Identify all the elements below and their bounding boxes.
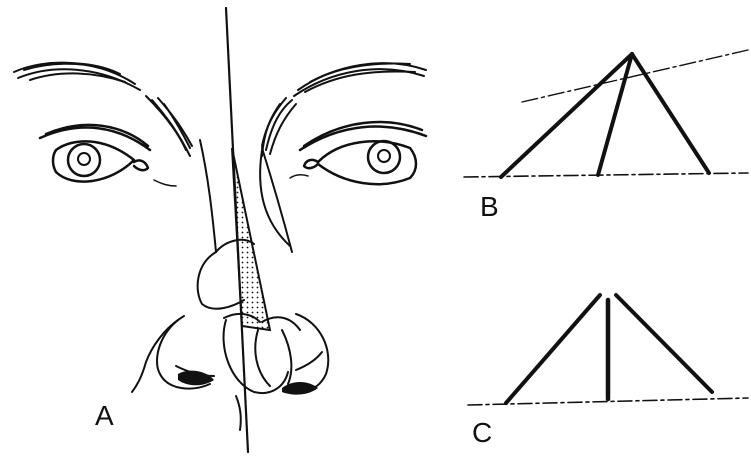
right-eyebrow xyxy=(262,63,426,156)
panel-c-label: C xyxy=(472,417,492,448)
panel-b-label: B xyxy=(480,191,499,222)
panel-a-label: A xyxy=(95,400,114,431)
panel-c-left-limb xyxy=(506,295,600,403)
panel-a-face: A xyxy=(14,8,426,452)
panel-c-schematic: C xyxy=(468,295,748,448)
nostrils xyxy=(178,371,318,395)
panel-b-schematic: B xyxy=(464,50,748,222)
panel-b-left-limb xyxy=(501,54,632,177)
panel-b-right-limb xyxy=(632,54,709,173)
left-eye xyxy=(40,125,176,186)
right-eye xyxy=(290,122,426,184)
panel-c-right-limb xyxy=(616,295,712,392)
left-eyebrow xyxy=(14,63,192,156)
